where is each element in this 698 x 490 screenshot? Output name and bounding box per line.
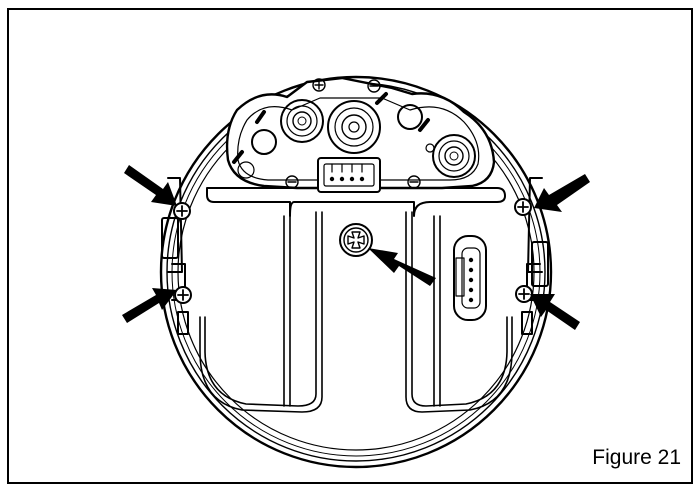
right-wire-guide xyxy=(405,211,513,413)
phillips-screw-icon xyxy=(515,285,533,303)
phillips-screw-icon xyxy=(407,175,421,189)
device-diagram xyxy=(122,75,590,469)
figure-frame: Figure 21 xyxy=(7,8,693,484)
connector-icon xyxy=(317,157,381,193)
right-lens xyxy=(432,134,476,178)
top-plate xyxy=(206,76,506,217)
callout-arrows xyxy=(122,165,590,330)
slot-marks xyxy=(232,92,430,164)
left-lens xyxy=(280,99,324,143)
arrow-upper-left xyxy=(124,165,177,206)
phillips-screw-icon xyxy=(285,175,299,189)
phillips-screw-icon xyxy=(367,79,381,93)
phillips-screw-icon xyxy=(514,198,532,216)
phillips-screw-icon xyxy=(174,286,192,304)
phillips-screw-icon xyxy=(312,78,326,92)
phillips-screw-icon xyxy=(339,223,373,257)
arrow-center xyxy=(368,248,436,286)
center-lens xyxy=(327,100,381,154)
connector-icon xyxy=(453,235,487,321)
left-wire-guide xyxy=(199,211,323,413)
sensor-windows xyxy=(237,104,435,179)
arrow-lower-right xyxy=(530,294,580,330)
figure-caption: Figure 21 xyxy=(592,446,681,469)
arrow-upper-right xyxy=(534,174,590,212)
phillips-screw-icon xyxy=(173,202,191,220)
arrow-lower-left xyxy=(122,288,177,323)
